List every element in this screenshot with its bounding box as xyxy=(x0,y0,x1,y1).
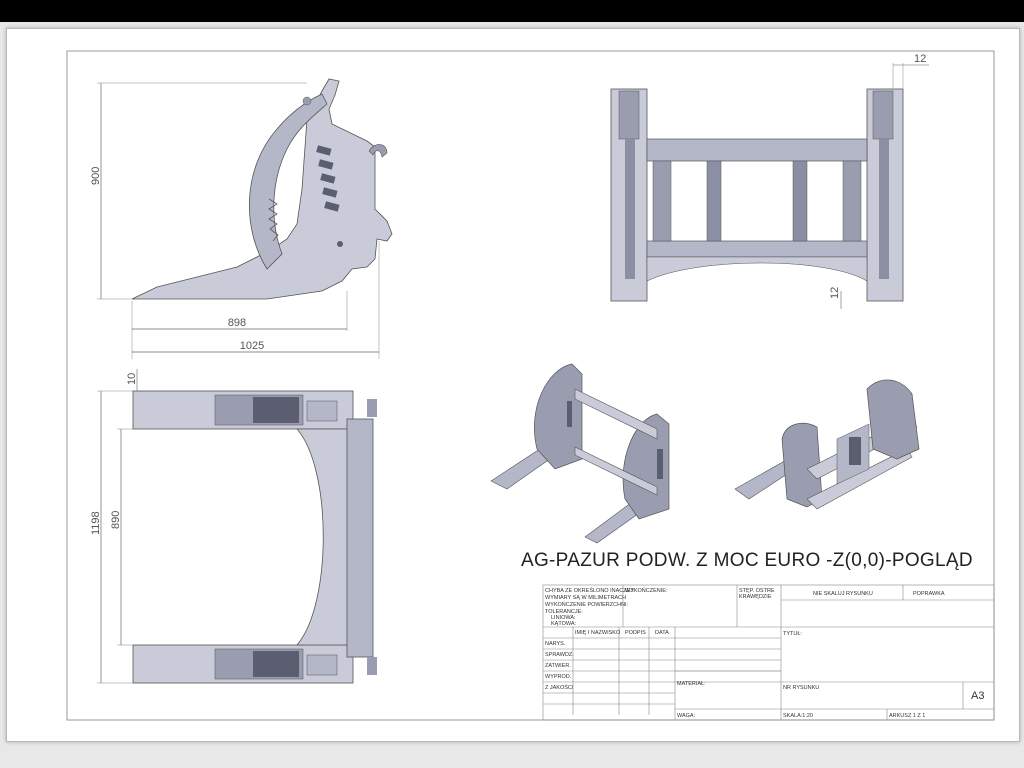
weight-label: WAGA: xyxy=(677,713,696,719)
no-scale-label: NIE SKALUJ RYSUNKU xyxy=(813,591,873,597)
note-line-3: WYKOŃCZENIE POWIERZCHNI: xyxy=(545,601,629,608)
title-block-text: CHYBA ZE OKREŚLONO INACZEJ: WYMIARY SĄ W… xyxy=(545,586,984,719)
dim-898: 898 xyxy=(228,317,246,329)
iso-view-1 xyxy=(490,363,670,544)
sheet-size: A3 xyxy=(971,690,984,702)
material-label: MATERIAŁ: xyxy=(677,681,706,687)
note-line-2: WYMIARY SĄ W MILIMETRACH xyxy=(545,595,626,601)
drawing-canvas: 900 898 1025 xyxy=(66,50,995,721)
title-block xyxy=(542,584,995,721)
drawing-paper: 900 898 1025 xyxy=(6,28,1020,742)
scale-label: SKALA:1:20 xyxy=(783,713,813,719)
dim-1198: 1198 xyxy=(90,511,102,535)
dim-front-12-bottom: 12 xyxy=(829,287,841,299)
drawing-title: AG-PAZUR PODW. Z MOC EURO -Z(0,0)-POGLĄD xyxy=(521,550,973,571)
front-view: 12 12 xyxy=(610,53,929,309)
row-jakosc: Z JAKOŚCI xyxy=(545,683,574,691)
drawing-no-label: NR RYSUNKU xyxy=(783,685,819,691)
note-line-6: KĄTOWA: xyxy=(551,621,577,627)
date-header: DATA xyxy=(655,630,669,636)
dim-top-10: 10 xyxy=(126,373,138,385)
top-bar xyxy=(0,0,1024,22)
dim-900: 900 xyxy=(90,167,102,185)
finish-label: WYKOŃCZENIE: xyxy=(625,587,668,594)
sign-header: PODPIS xyxy=(625,630,646,636)
note-line-1: CHYBA ZE OKREŚLONO INACZEJ: xyxy=(545,586,635,594)
note-line-5: LINIOWA: xyxy=(551,615,576,621)
side-body xyxy=(131,78,393,300)
row-narys: NARYS. xyxy=(545,641,566,647)
row-sprawdz: SPRAWDZ. xyxy=(545,652,574,658)
dim-890: 890 xyxy=(110,511,122,529)
row-wyprod: WYPROD. xyxy=(545,674,572,680)
side-view: 900 898 1025 xyxy=(90,78,393,359)
iso-view-2 xyxy=(734,379,920,510)
title-label: TYTUŁ: xyxy=(783,631,802,637)
note-line-4: TOLERANCJE: xyxy=(545,609,583,615)
dim-front-12-top: 12 xyxy=(914,53,926,65)
side-claw xyxy=(248,93,328,270)
sheet-label: ARKUSZ 1 Z 1 xyxy=(889,713,925,719)
dim-1025: 1025 xyxy=(240,340,264,352)
name-header: IMIĘ I NAZWISKO xyxy=(575,630,621,636)
top-view: 10 1198 890 xyxy=(90,369,377,684)
edges-label-1: STĘP. OSTRE xyxy=(739,588,775,594)
drawing-frame xyxy=(66,50,995,721)
revision-label: POPRAWKA xyxy=(913,591,945,597)
row-zatwier: ZATWIER. xyxy=(545,663,571,669)
edges-label-2: KRAWĘDZIE xyxy=(739,594,772,600)
